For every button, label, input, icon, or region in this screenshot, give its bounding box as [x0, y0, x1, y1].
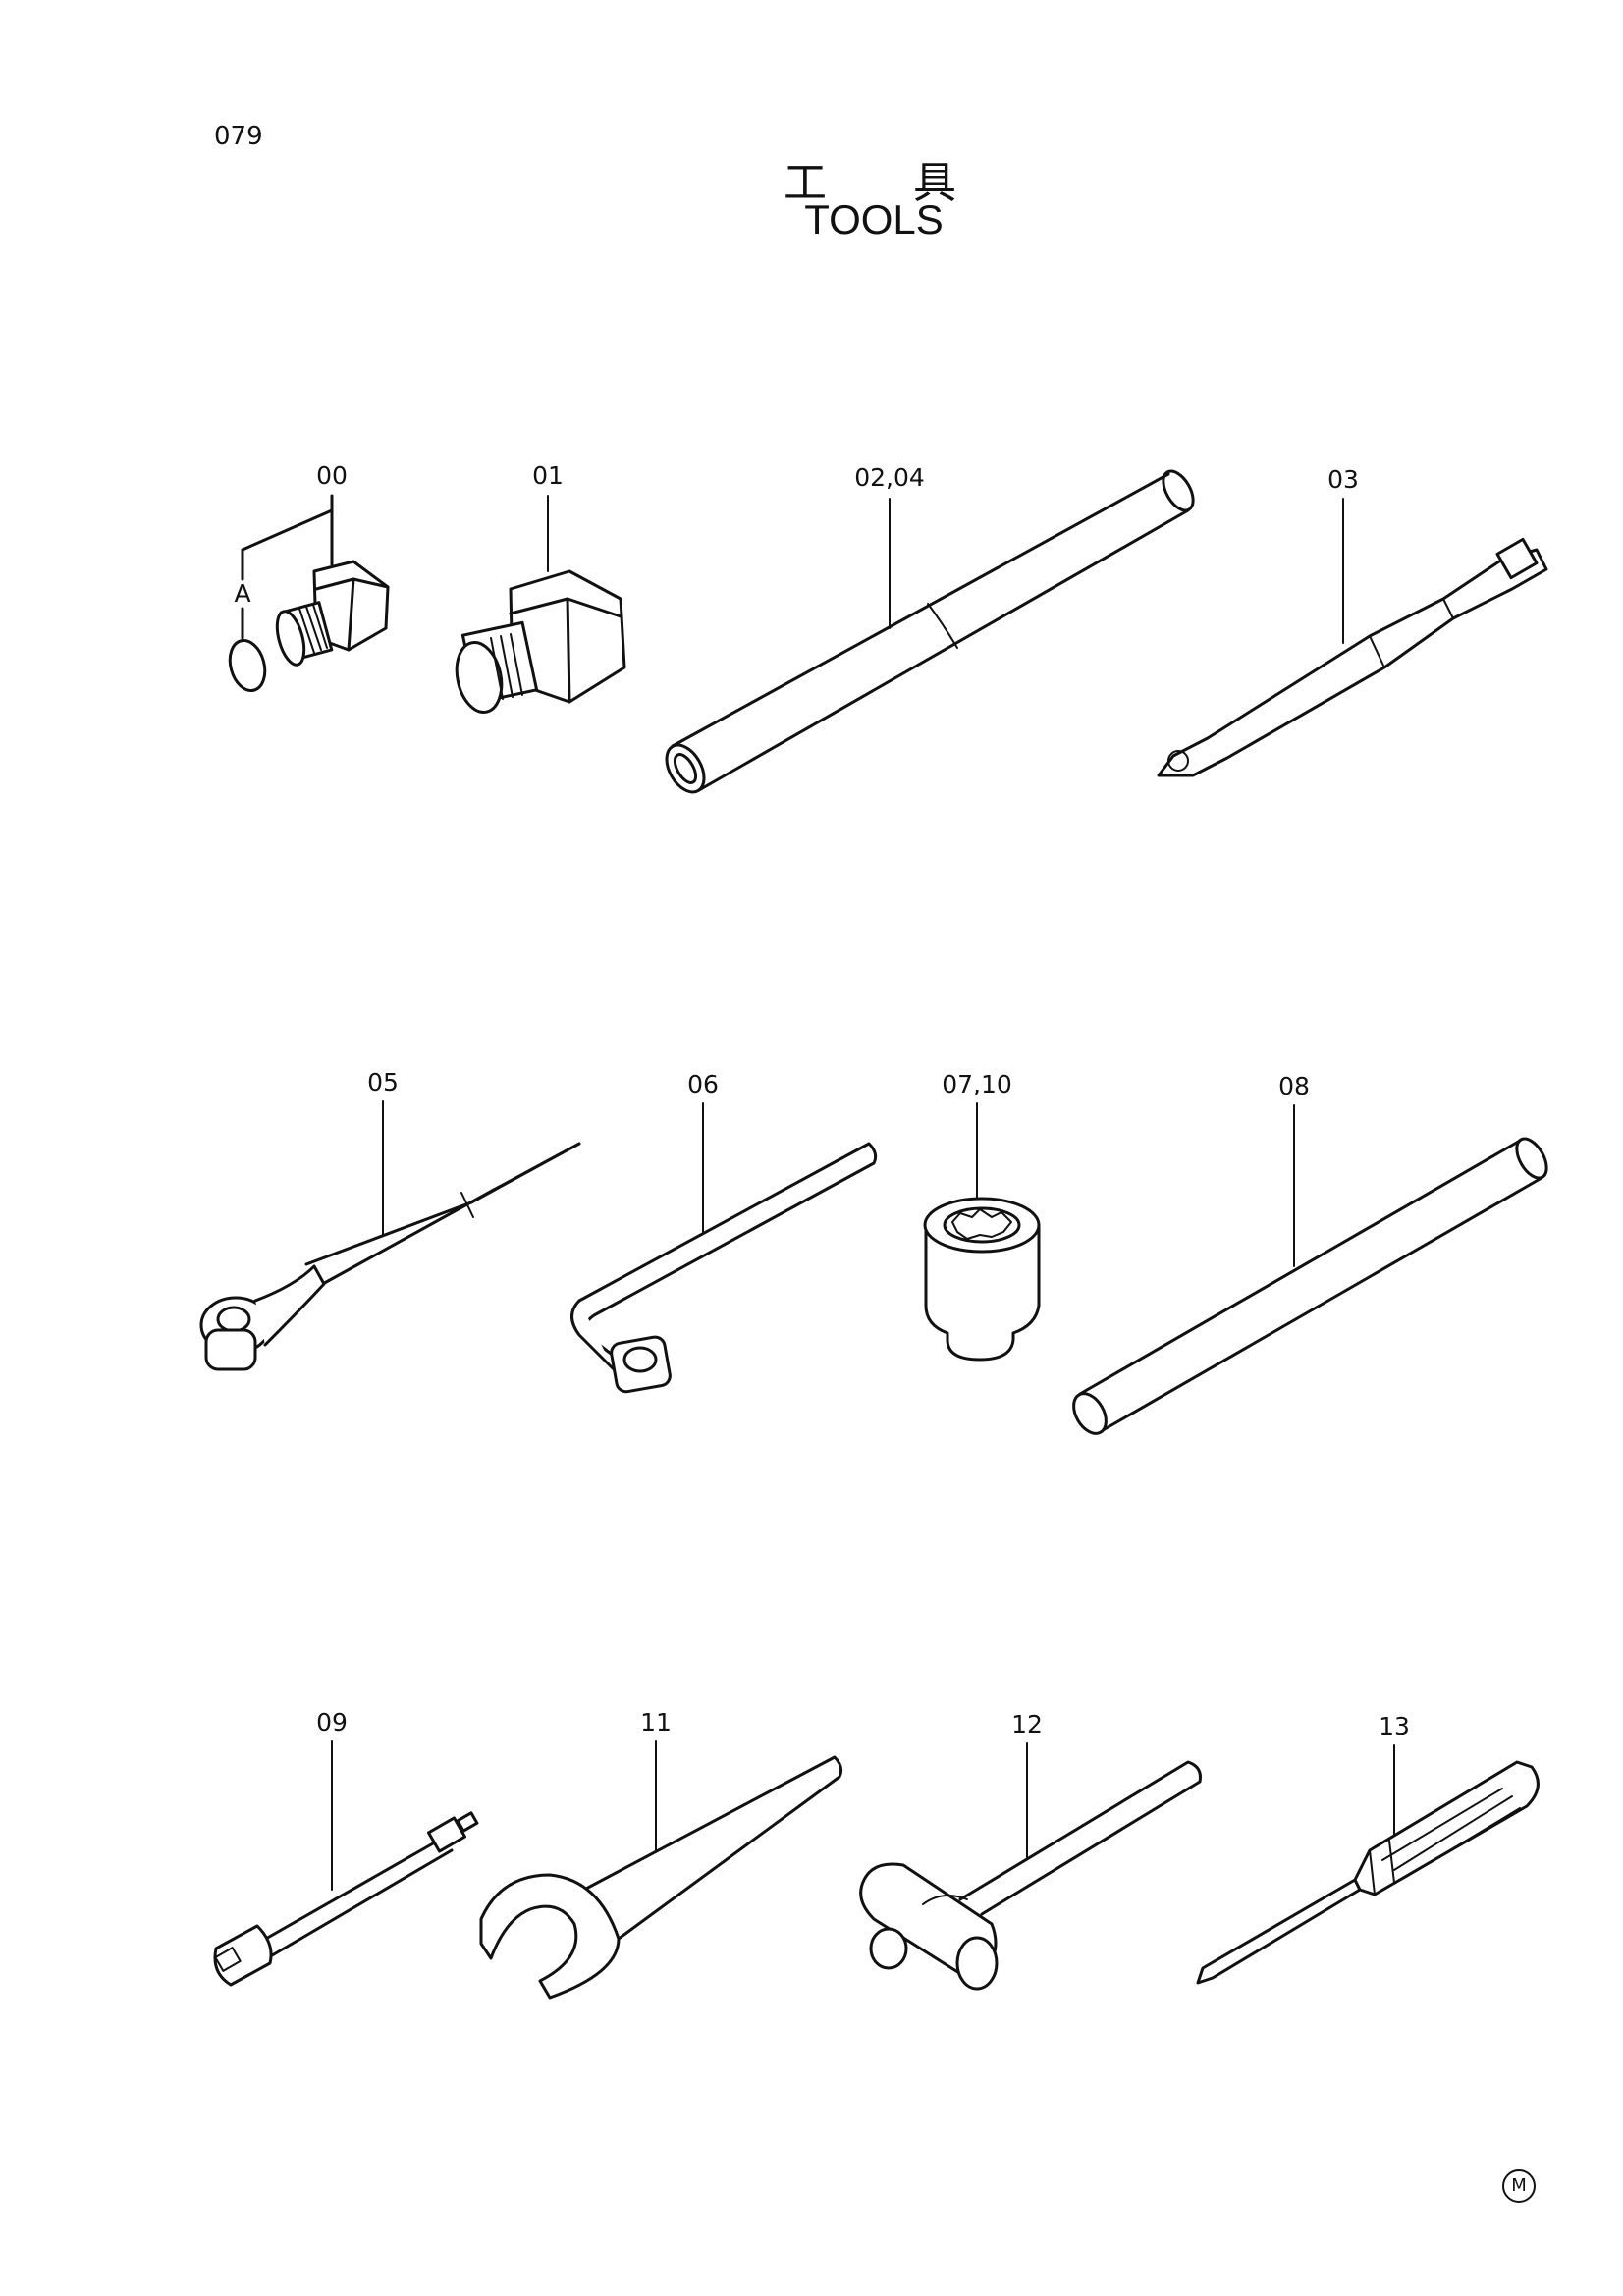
- plug-small-part: [275, 560, 390, 667]
- callout-03: 03: [1327, 465, 1359, 494]
- screwdriver-part: [1196, 1760, 1540, 1985]
- callout-a: A: [234, 579, 251, 608]
- callout-02-04: 02,04: [854, 463, 925, 492]
- callout-13: 13: [1379, 1712, 1410, 1740]
- callout-05: 05: [367, 1068, 399, 1096]
- callout-09: 09: [316, 1708, 348, 1736]
- corner-mark: M: [1502, 2169, 1536, 2203]
- callout-12: 12: [1011, 1710, 1043, 1738]
- torque-wrench-part: [1157, 537, 1548, 777]
- title-japanese-char-1: 工: [784, 158, 827, 208]
- leader-00: [241, 494, 334, 640]
- hammer-part: [859, 1760, 1202, 1991]
- callout-01: 01: [532, 461, 564, 490]
- title-japanese-char-2: 具: [913, 158, 956, 208]
- callout-11: 11: [640, 1708, 672, 1736]
- callout-00: 00: [316, 461, 348, 490]
- callout-08: 08: [1278, 1072, 1310, 1100]
- callout-06: 06: [687, 1070, 719, 1098]
- plug-large-part: [455, 569, 626, 715]
- title-english: TOOLS: [804, 196, 944, 242]
- socket-part: [923, 1197, 1041, 1362]
- ratchet-spike-part: [199, 1142, 581, 1371]
- pipe-part: [665, 469, 1195, 794]
- l-wrench-part: [570, 1142, 878, 1394]
- spanner-part: [479, 1755, 843, 2000]
- bar-part: [1072, 1137, 1548, 1435]
- page-number: 079: [214, 122, 263, 151]
- callout-07-10: 07,10: [942, 1070, 1012, 1098]
- extension-bar-part: [213, 1811, 479, 1987]
- o-ring-part: [228, 639, 267, 692]
